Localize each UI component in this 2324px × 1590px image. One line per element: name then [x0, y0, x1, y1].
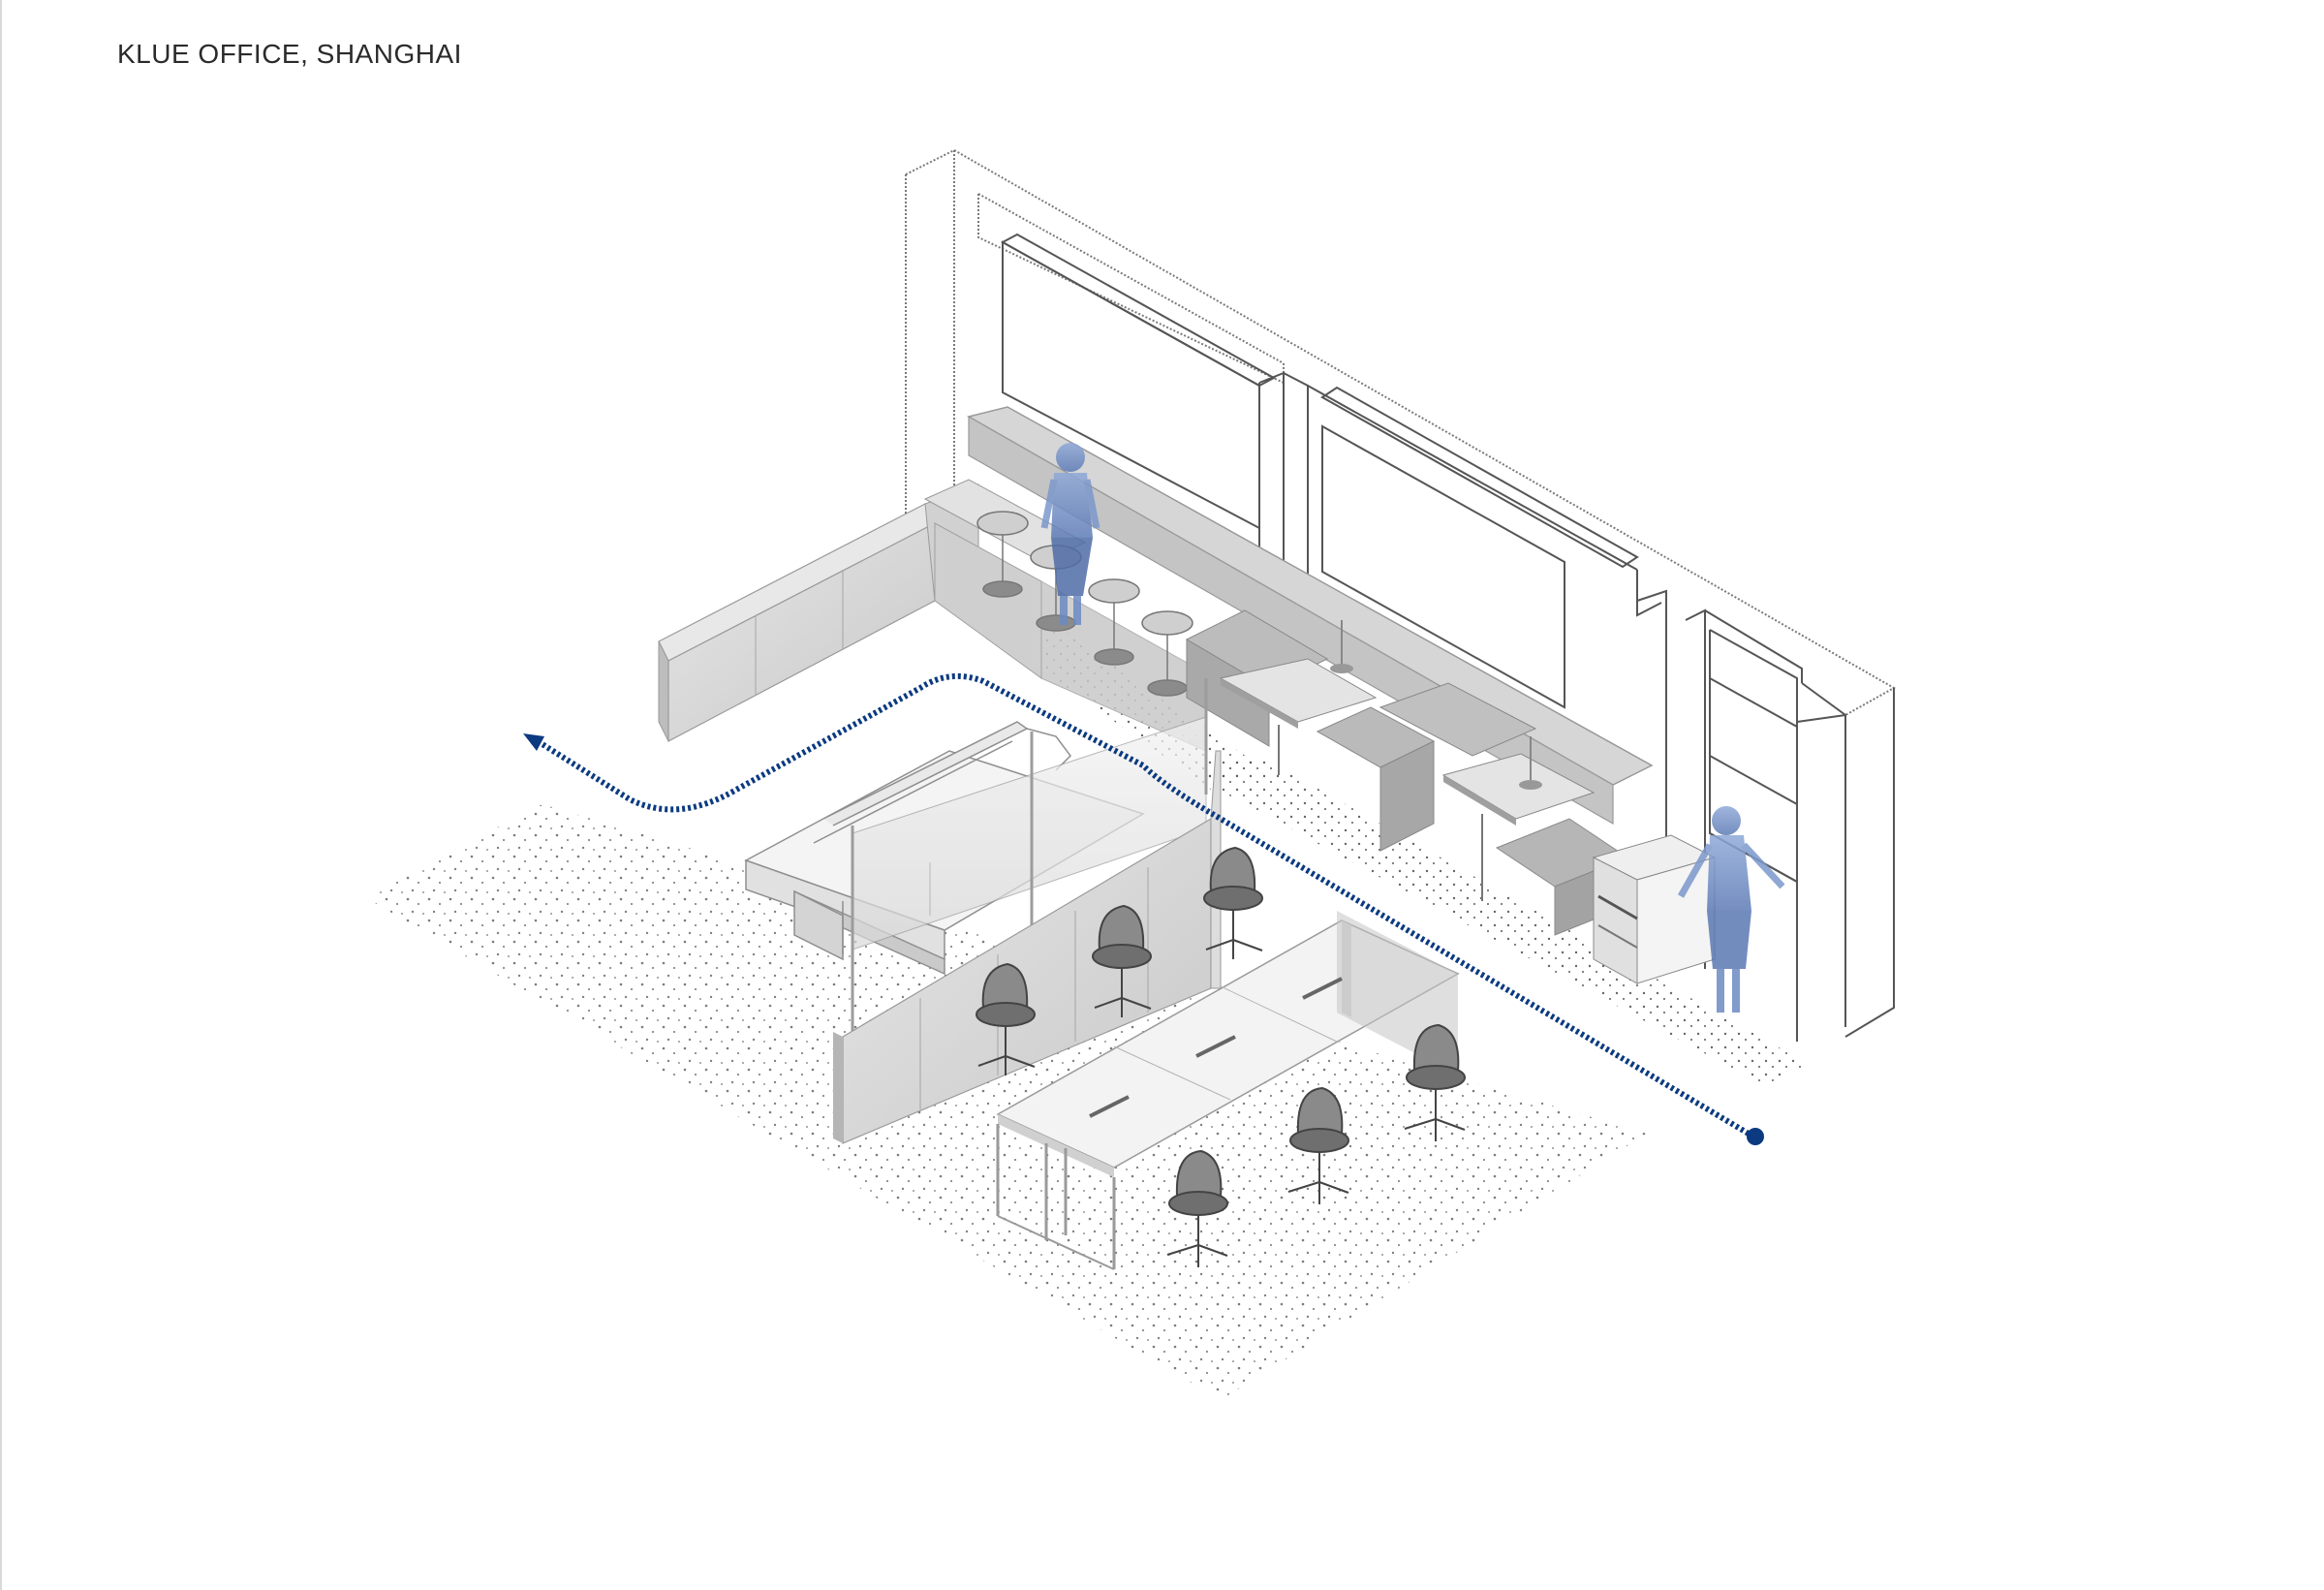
- copier-machine: [1592, 834, 1717, 984]
- office-chair: [1404, 1023, 1466, 1141]
- booth-seating: [1185, 609, 1629, 936]
- office-chair: [976, 962, 1036, 1076]
- page-title: KLUE OFFICE, SHANGHAI: [117, 39, 462, 69]
- partition-wall-left: [658, 479, 1207, 752]
- back-wall: [905, 148, 1897, 716]
- stool: [1141, 610, 1193, 697]
- person-figure-left: [1040, 443, 1100, 625]
- office-chair: [1166, 1149, 1228, 1267]
- circulation-path: [523, 672, 1764, 1145]
- floor-area-main: [363, 804, 1647, 1400]
- office-chair: [1092, 904, 1152, 1017]
- office-chair: [1203, 846, 1263, 959]
- person-figure-right: [1677, 806, 1785, 1013]
- stool: [1088, 578, 1140, 666]
- path-arrowhead-icon: [523, 733, 544, 751]
- back-wall-solid: [1000, 233, 1895, 1042]
- path-start-dot-icon: [1747, 1128, 1764, 1145]
- office-chairs: [976, 846, 1466, 1267]
- stool: [976, 511, 1029, 598]
- storage-panels: [833, 750, 1222, 1144]
- office-chair: [1287, 1086, 1349, 1204]
- page-border: [0, 0, 2, 1590]
